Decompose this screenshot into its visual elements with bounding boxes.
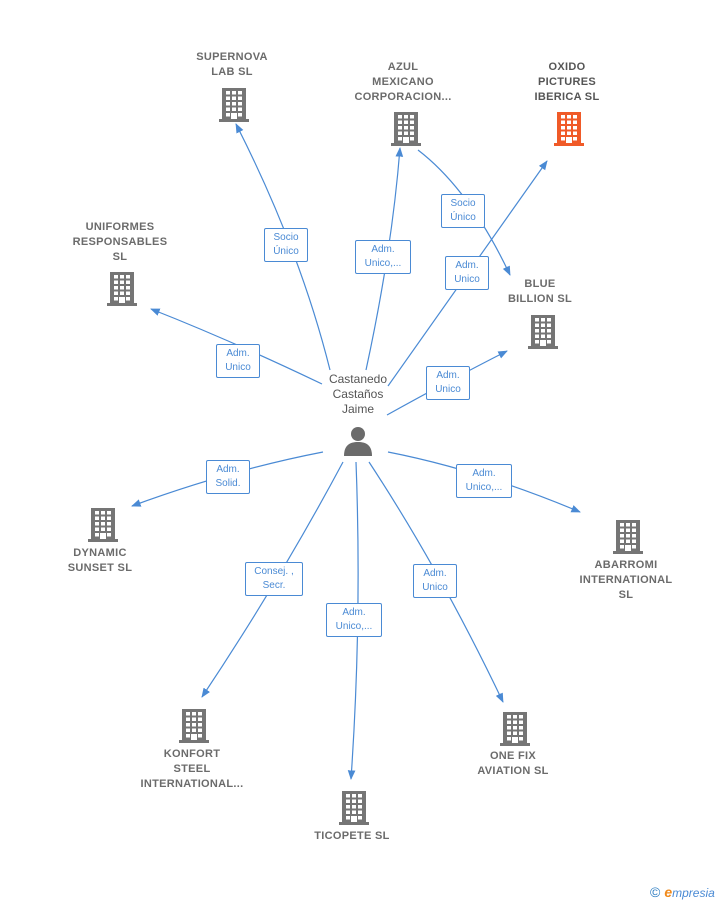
brand-name: mpresia <box>672 886 715 900</box>
role-azul-blue[interactable]: Socio Único <box>441 194 485 228</box>
brand-initial: e <box>664 884 673 900</box>
company-oxido[interactable]: OXIDO PICTURES IBERICA SL <box>534 61 600 103</box>
brand-watermark: ©empresia <box>650 884 715 900</box>
building-icon[interactable] <box>613 518 643 554</box>
building-icon[interactable] <box>179 707 209 743</box>
role-konfort[interactable]: Consej. , Secr. <box>245 562 303 596</box>
role-supernova[interactable]: Socio Único <box>264 228 308 262</box>
company-blue[interactable]: BLUE BILLION SL <box>507 278 573 305</box>
edge-uniformes <box>150 308 323 385</box>
role-abarromi[interactable]: Adm. Unico,... <box>456 464 512 498</box>
role-blue[interactable]: Adm. Unico <box>426 366 470 400</box>
role-dynamic[interactable]: Adm. Solid. <box>206 460 250 494</box>
company-ticopete[interactable]: TICOPETE SL <box>314 830 390 842</box>
building-icon[interactable] <box>88 506 118 542</box>
role-ticopete[interactable]: Adm. Unico,... <box>326 603 382 637</box>
company-dynamic[interactable]: DYNAMIC SUNSET SL <box>67 547 133 574</box>
building-icon[interactable] <box>528 313 558 349</box>
company-konfort[interactable]: KONFORT STEEL INTERNATIONAL... <box>140 748 244 790</box>
company-onefix[interactable]: ONE FIX AVIATION SL <box>477 750 549 777</box>
company-supernova[interactable]: SUPERNOVA LAB SL <box>196 51 268 78</box>
copyright-icon: © <box>650 884 661 900</box>
person-name[interactable]: Castanedo Castaños Jaime <box>328 372 388 416</box>
company-uniformes[interactable]: UNIFORMES RESPONSABLES SL <box>72 221 168 263</box>
building-icon[interactable] <box>554 110 584 146</box>
role-azul[interactable]: Adm. Unico,... <box>355 240 411 274</box>
role-oxido[interactable]: Adm. Unico <box>445 256 489 290</box>
building-icon[interactable] <box>391 110 421 146</box>
company-abarromi[interactable]: ABARROMI INTERNATIONAL SL <box>579 559 673 601</box>
role-uniformes[interactable]: Adm. Unico <box>216 344 260 378</box>
role-onefix[interactable]: Adm. Unico <box>413 564 457 598</box>
building-icon[interactable] <box>107 270 137 306</box>
person-icon[interactable] <box>342 426 374 456</box>
building-icon[interactable] <box>219 86 249 122</box>
building-icon[interactable] <box>500 710 530 746</box>
company-azul[interactable]: AZUL MEXICANO CORPORACION... <box>354 61 452 103</box>
building-icon[interactable] <box>339 789 369 825</box>
